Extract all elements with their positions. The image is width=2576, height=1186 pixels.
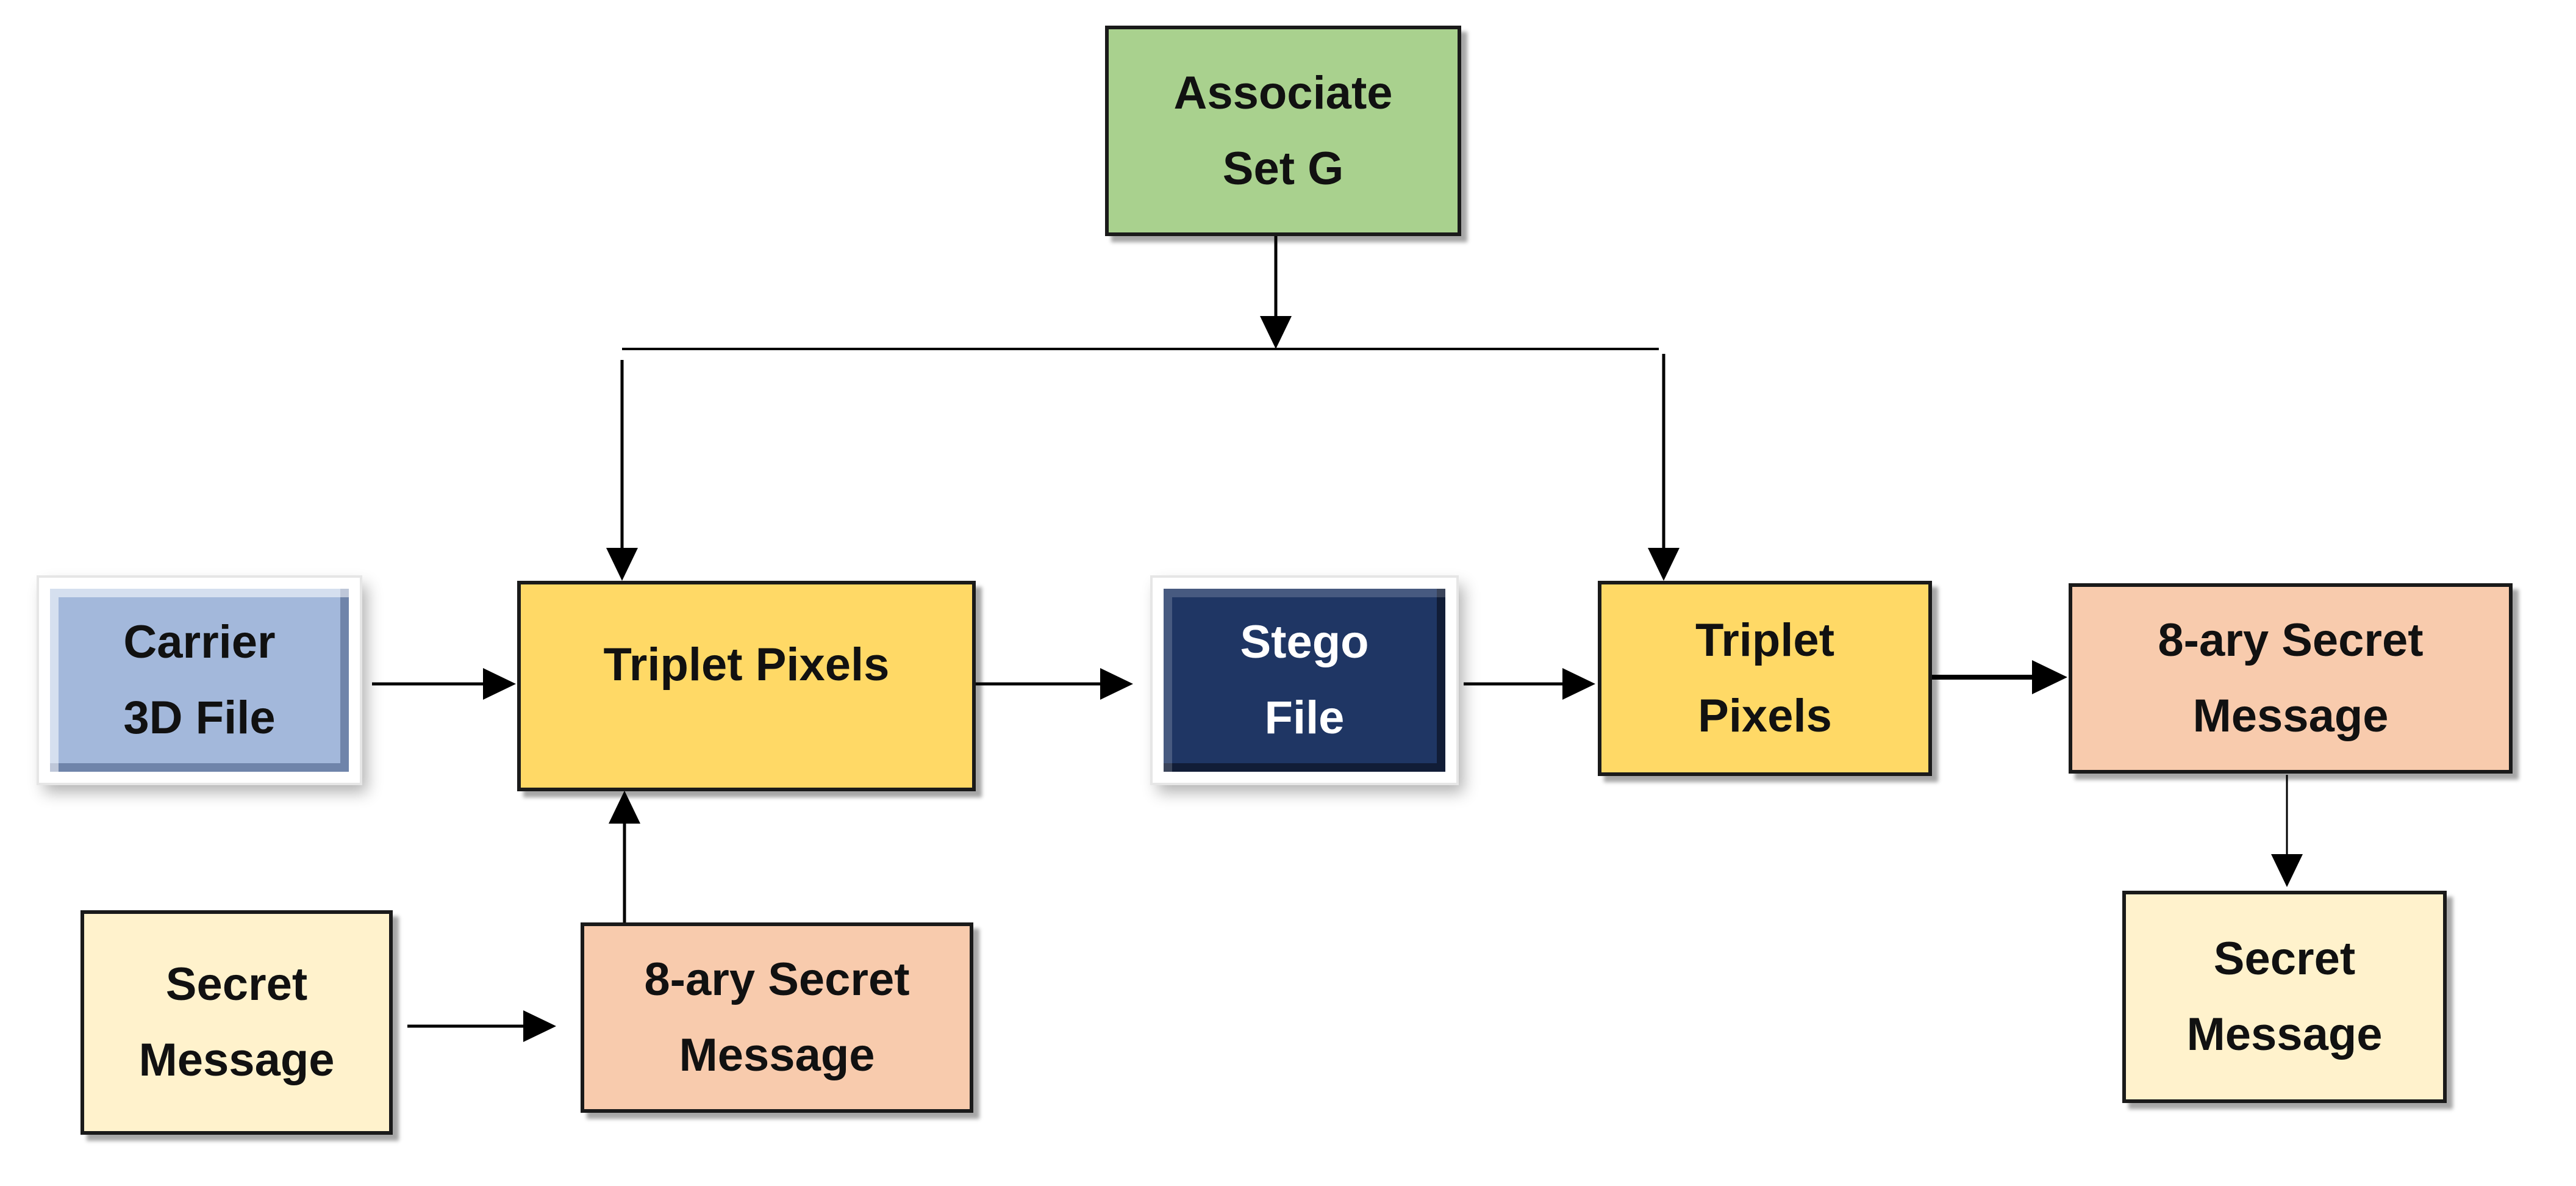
eight-ary-extract-line-2: Message	[2192, 690, 2389, 742]
associate-set-g-line-2: Set G	[1222, 142, 1344, 195]
eight-ary-embed-line-1: 8-ary Secret	[644, 954, 910, 1005]
triplet-pixels-extract-box: Triplet Pixels	[1598, 581, 1932, 776]
secret-message-output-box: Secret Message	[2122, 891, 2447, 1103]
eight-ary-embed-line-2: Message	[679, 1029, 875, 1081]
secret-input-line-1: Secret	[165, 958, 308, 1010]
associate-set-g-line-1: Associate	[1173, 66, 1393, 119]
secret-input-line-2: Message	[138, 1034, 335, 1086]
eight-ary-extract-line-1: 8-ary Secret	[2158, 614, 2424, 666]
triplet-extract-line-2: Pixels	[1698, 690, 1832, 742]
stego-file-box: Stego File	[1153, 578, 1456, 783]
triplet-pixels-embed-box: Triplet Pixels	[517, 581, 976, 791]
eight-ary-secret-extract-box: 8-ary Secret Message	[2069, 583, 2513, 774]
triplet-embed-line-1: Triplet Pixels	[603, 639, 890, 691]
secret-output-line-2: Message	[2186, 1008, 2383, 1060]
stego-line-2: File	[1264, 692, 1345, 744]
secret-message-input-box: Secret Message	[80, 910, 393, 1135]
arrowhead-carrier-triplet	[483, 668, 516, 700]
triplet-extract-line-1: Triplet	[1695, 614, 1835, 666]
arrowhead-triplet-8ary	[2032, 660, 2067, 694]
arrowhead-triplet-stego	[1100, 668, 1133, 700]
arrowhead-8ary-triplet-embed	[609, 791, 640, 824]
carrier-line-1: Carrier	[123, 616, 276, 668]
arrowhead-associate-bar	[1260, 316, 1292, 349]
carrier-line-2: 3D File	[123, 692, 276, 744]
arrowhead-stego-triplet	[1562, 668, 1595, 700]
eight-ary-secret-embed-box: 8-ary Secret Message	[581, 922, 973, 1113]
associate-set-g-box: Associate Set G	[1105, 26, 1461, 236]
secret-output-line-1: Secret	[2213, 933, 2356, 985]
arrowhead-bar-triplet-embed	[606, 548, 638, 581]
arrowhead-secret-8ary	[523, 1010, 556, 1042]
arrowhead-bar-triplet-extract	[1648, 548, 1680, 581]
stego-line-1: Stego	[1240, 616, 1369, 668]
carrier-3d-file-box: Carrier 3D File	[39, 578, 360, 783]
arrowhead-8ary-secret-output	[2271, 854, 2303, 887]
